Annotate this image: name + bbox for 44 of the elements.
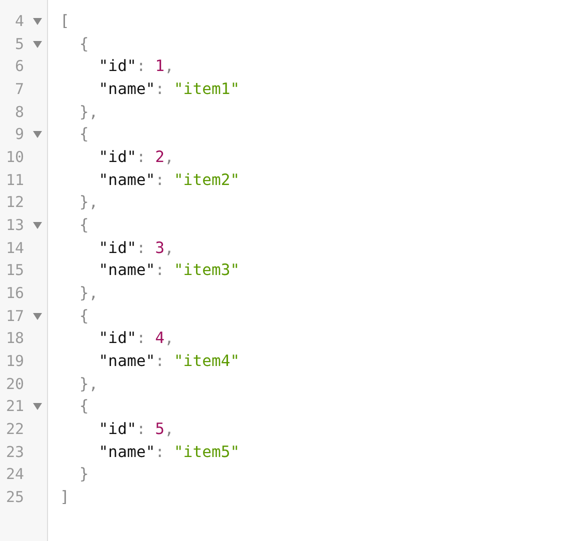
code-line: [ bbox=[60, 11, 70, 32]
line-number: 7 bbox=[14, 79, 24, 100]
line-number: 18 bbox=[4, 328, 24, 350]
line-number: 24 bbox=[4, 464, 24, 486]
line-number: 17 bbox=[4, 306, 24, 327]
line-number: 5 bbox=[14, 34, 24, 55]
line-number: 25 bbox=[4, 487, 24, 508]
line-number: 14 bbox=[4, 238, 24, 259]
code-line: { bbox=[79, 306, 89, 327]
code-line: "name": "item2" bbox=[98, 170, 240, 191]
line-number: 12 bbox=[4, 192, 24, 214]
code-line: ] bbox=[60, 487, 70, 508]
line-number: 20 bbox=[4, 374, 24, 395]
code-line: }, bbox=[79, 283, 98, 304]
code-line: "id": 1, bbox=[98, 56, 174, 78]
code-line: "name": "item1" bbox=[98, 79, 240, 100]
line-number: 6 bbox=[14, 56, 24, 78]
code-line: "name": "item4" bbox=[98, 351, 240, 372]
line-number: 8 bbox=[14, 102, 24, 123]
code-line: { bbox=[79, 215, 89, 236]
line-number: 4 bbox=[14, 11, 24, 32]
line-number: 10 bbox=[4, 147, 24, 168]
code-line: "name": "item5" bbox=[98, 442, 240, 463]
code-line: { bbox=[79, 34, 89, 55]
code-line: }, bbox=[79, 102, 98, 123]
line-number: 13 bbox=[4, 215, 24, 236]
line-number: 21 bbox=[4, 396, 24, 418]
code-line: "id": 4, bbox=[98, 328, 174, 350]
code-line: { bbox=[79, 396, 89, 418]
code-line: }, bbox=[79, 192, 98, 214]
code-line: "id": 5, bbox=[98, 419, 174, 440]
line-number: 11 bbox=[4, 170, 24, 191]
line-number: 15 bbox=[4, 260, 24, 282]
line-number: 22 bbox=[4, 419, 24, 440]
code-line: }, bbox=[79, 374, 98, 395]
line-number: 23 bbox=[4, 442, 24, 463]
code-line: { bbox=[79, 124, 89, 146]
code-line: "id": 3, bbox=[98, 238, 174, 259]
code-line: "name": "item3" bbox=[98, 260, 240, 282]
line-number: 16 bbox=[4, 283, 24, 304]
line-number: 19 bbox=[4, 351, 24, 372]
line-number: 9 bbox=[14, 124, 24, 146]
code-line: "id": 2, bbox=[98, 147, 174, 168]
code-line: } bbox=[79, 464, 89, 486]
